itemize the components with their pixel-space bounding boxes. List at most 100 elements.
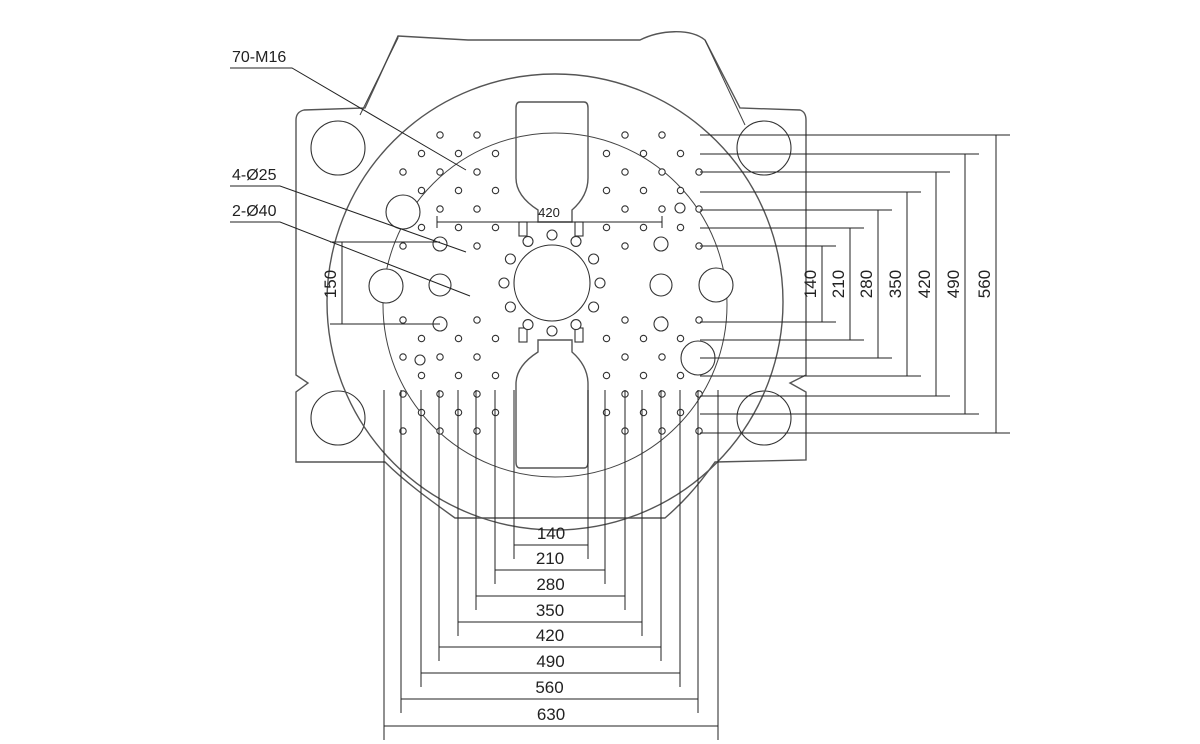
- bore-ring-hole: [588, 253, 600, 265]
- bore-ring-hole: [570, 319, 582, 331]
- bore-ring-hole: [546, 229, 558, 241]
- tapped-hole: [639, 334, 648, 343]
- dim-vertical-value: 560: [975, 270, 994, 298]
- dim-horizontal-value: 210: [536, 549, 564, 568]
- tapped-hole: [602, 223, 611, 232]
- leader-70-m16: [230, 67, 467, 171]
- hole-25-d: [653, 316, 669, 332]
- tapped-hole: [399, 353, 407, 361]
- tapped-hole: [399, 168, 407, 176]
- tapped-hole: [473, 316, 481, 324]
- bore-ring-holes: [498, 229, 606, 337]
- bore-ring-hole: [522, 319, 534, 331]
- dim-horizontal-value: 560: [535, 678, 563, 697]
- hole-25-a: [432, 236, 448, 252]
- tapped-hole: [473, 353, 481, 361]
- tapped-hole: [436, 427, 444, 435]
- label-2-40: 2-Ø40: [232, 203, 277, 220]
- bore-ring-hole: [522, 235, 534, 247]
- dim-horizontal-value: 490: [536, 652, 564, 671]
- tapped-hole: [621, 168, 629, 176]
- slot-key-top-left: [518, 221, 528, 237]
- dim-vertical-value: 210: [829, 270, 848, 298]
- tapped-hole: [491, 186, 500, 195]
- tapped-hole: [676, 223, 685, 232]
- tapped-hole: [639, 408, 648, 417]
- tapped-hole: [491, 223, 500, 232]
- tapped-hole: [602, 408, 611, 417]
- bore-ring-hole: [546, 325, 558, 337]
- dim-horizontal-value: 280: [536, 575, 564, 594]
- dim-vertical-value: 420: [915, 270, 934, 298]
- dim-horizontal-value: 350: [536, 601, 564, 620]
- tapped-hole: [658, 205, 666, 213]
- dim-horizontal-value: 140: [537, 524, 565, 543]
- mount-circle-right: [698, 267, 734, 303]
- tapped-hole: [621, 242, 629, 250]
- tapped-hole: [399, 316, 407, 324]
- tapped-hole: [658, 131, 666, 139]
- tapped-hole: [639, 186, 648, 195]
- leader-2-40: [230, 221, 471, 297]
- mounting-features: [368, 194, 734, 376]
- tapped-hole: [695, 205, 703, 213]
- tapped-hole: [473, 427, 481, 435]
- tapped-hole: [417, 371, 426, 380]
- tapped-hole: [658, 353, 666, 361]
- tapped-hole: [454, 149, 463, 158]
- corner-hole-top-right: [736, 120, 792, 176]
- tapped-hole: [417, 186, 426, 195]
- tapped-hole: [454, 186, 463, 195]
- tapped-hole: [639, 149, 648, 158]
- tapped-hole: [602, 186, 611, 195]
- tapped-hole: [417, 149, 426, 158]
- dim-top-span: 420: [538, 205, 560, 220]
- left-span-dimension: 150: [321, 241, 440, 325]
- dim-vertical-value: 140: [801, 270, 820, 298]
- bore-ring-hole: [504, 253, 516, 265]
- dim-left-span: 150: [321, 270, 340, 298]
- tapped-hole: [639, 371, 648, 380]
- tapped-hole: [473, 390, 481, 398]
- tapped-hole: [621, 353, 629, 361]
- locator-pin-upper: [674, 202, 686, 214]
- label-4-25: 4-Ø25: [232, 167, 277, 184]
- tapped-hole: [491, 371, 500, 380]
- platen-body-outline: [295, 31, 807, 519]
- tapped-hole: [676, 371, 685, 380]
- tapped-hole: [491, 149, 500, 158]
- tapped-hole: [473, 168, 481, 176]
- tapped-hole: [436, 353, 444, 361]
- dim-horizontal-value: 630: [537, 705, 565, 724]
- slot-key-top-right: [574, 221, 584, 237]
- tapped-hole: [454, 223, 463, 232]
- top-span-dimension: 420: [436, 205, 663, 228]
- tapped-hole: [621, 131, 629, 139]
- tapped-hole: [621, 316, 629, 324]
- bore-ring-hole: [588, 301, 600, 313]
- center-bore: [513, 244, 591, 322]
- platen-disc: [326, 73, 784, 531]
- tapped-hole: [399, 242, 407, 250]
- corner-hole-bottom-right: [736, 390, 792, 446]
- hole-40-left: [428, 273, 452, 297]
- callout-labels: 70-M16 4-Ø25 2-Ø40: [232, 49, 286, 220]
- slot-key-bottom-left: [518, 327, 528, 343]
- tapped-hole: [658, 168, 666, 176]
- tapped-hole: [658, 427, 666, 435]
- dim-vertical-value: 280: [857, 270, 876, 298]
- locator-pin-lower: [414, 354, 426, 366]
- tapped-hole: [436, 168, 444, 176]
- tapped-hole: [454, 371, 463, 380]
- bore-ring-hole: [594, 277, 606, 289]
- tapped-hole: [473, 205, 481, 213]
- dim-vertical-value: 350: [886, 270, 905, 298]
- callout-leaders: [230, 67, 471, 297]
- tapped-hole: [602, 149, 611, 158]
- dim-vertical-value: 490: [944, 270, 963, 298]
- tapped-hole: [602, 371, 611, 380]
- mount-circle-upper-left: [385, 194, 421, 230]
- mount-circle-left: [368, 268, 404, 304]
- tapped-hole: [658, 390, 666, 398]
